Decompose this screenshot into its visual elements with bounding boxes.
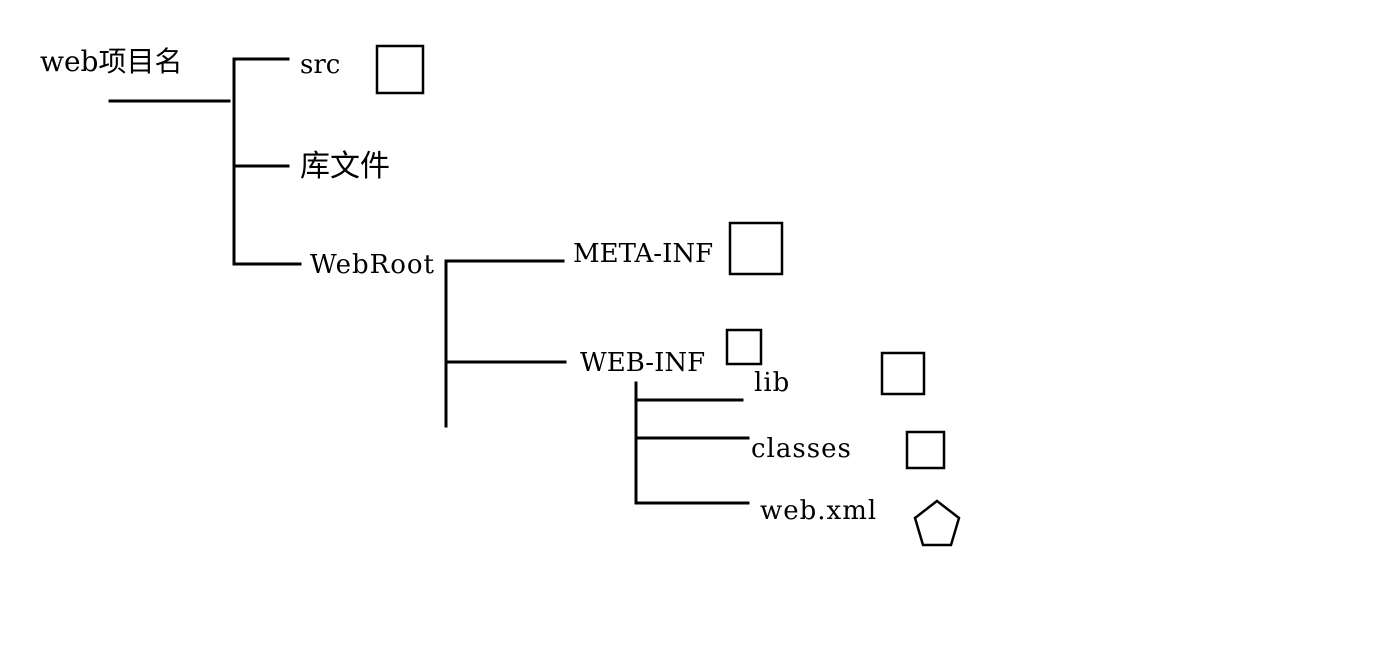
meta-inf-label: META-INF <box>573 239 714 269</box>
root-label: web项目名 <box>40 45 183 78</box>
webroot-label: WebRoot <box>310 250 435 280</box>
classes-folder-square-icon <box>905 430 946 470</box>
web-xml-label: web.xml <box>760 496 878 526</box>
library-files-label: 库文件 <box>300 149 390 184</box>
meta-inf-folder-square-icon <box>728 221 784 276</box>
lib-folder-square-icon <box>880 351 926 396</box>
web-inf-folder-square-icon <box>725 328 763 366</box>
web-xml-file-pentagon-icon <box>913 499 961 547</box>
src-folder-square-icon <box>375 44 425 95</box>
classes-label: classes <box>751 434 852 464</box>
lib-label: lib <box>754 368 791 398</box>
src-label: src <box>300 50 341 80</box>
web-inf-label: WEB-INF <box>580 348 706 378</box>
